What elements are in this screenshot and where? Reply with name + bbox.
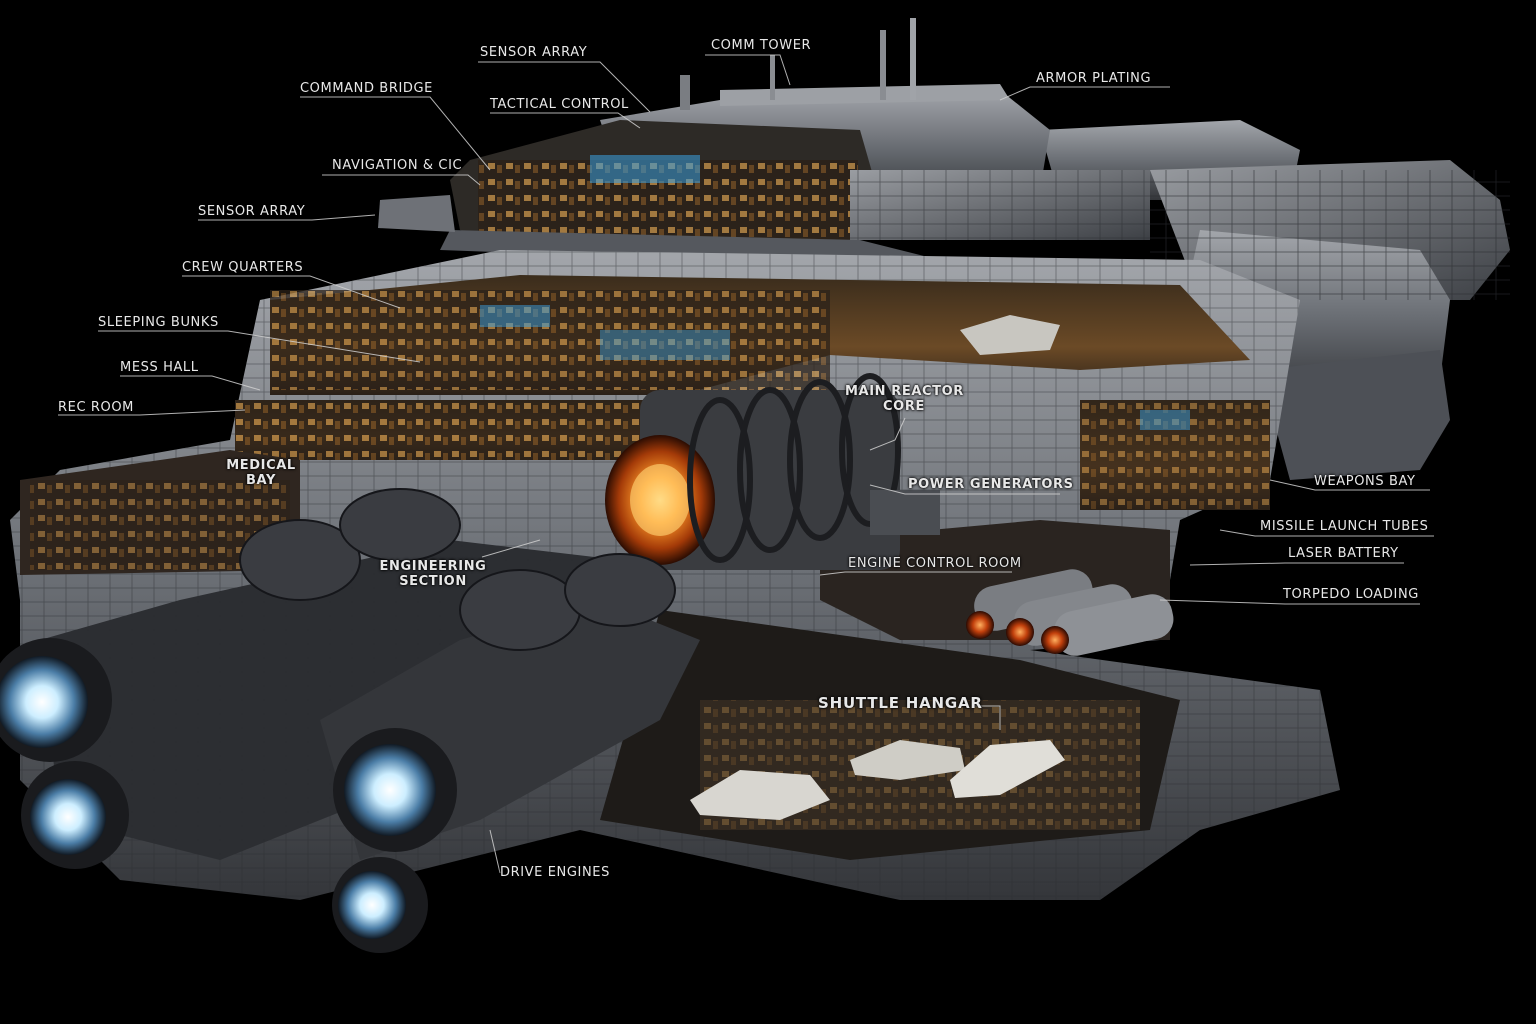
label-laser-battery: LASER BATTERY <box>1288 546 1399 561</box>
label-engineering-section: ENGINEERING SECTION <box>378 559 488 589</box>
engine-nacelles <box>0 488 700 953</box>
label-sleeping-bunks: SLEEPING BUNKS <box>98 315 219 330</box>
label-missile-launch-tubes: MISSILE LAUNCH TUBES <box>1260 519 1429 534</box>
leader-lines <box>58 54 1434 874</box>
label-sensor-array-side: SENSOR ARRAY <box>198 204 306 219</box>
label-comm-tower: COMM TOWER <box>711 38 812 53</box>
label-medical-bay-line1: MEDICAL <box>226 458 296 473</box>
bridge-superstructure <box>378 18 1150 270</box>
label-crew-quarters: CREW QUARTERS <box>182 260 304 275</box>
label-command-bridge: COMMAND BRIDGE <box>300 81 433 96</box>
interior-decks <box>20 275 1270 860</box>
label-mess-hall: MESS HALL <box>120 360 199 375</box>
label-medical-bay: MEDICAL BAY <box>225 458 297 488</box>
label-rec-room: REC ROOM <box>58 400 134 415</box>
reactor-core <box>605 373 940 570</box>
label-torpedo-loading: TORPEDO LOADING <box>1283 587 1419 602</box>
label-navigation-cic: NAVIGATION & CIC <box>332 158 463 173</box>
label-main-reactor-line2: CORE <box>883 399 925 414</box>
label-tactical-control: TACTICAL CONTROL <box>490 97 629 112</box>
label-main-reactor-core: MAIN REACTOR CORE <box>845 384 963 414</box>
label-engine-control-room: ENGINE CONTROL ROOM <box>848 556 1022 571</box>
hangar-shuttles <box>690 315 1065 820</box>
label-power-generators: POWER GENERATORS <box>908 477 1074 492</box>
label-sensor-array-top: SENSOR ARRAY <box>480 45 588 60</box>
label-medical-bay-line2: BAY <box>246 473 276 488</box>
label-armor-plating: ARMOR PLATING <box>1036 71 1152 86</box>
label-engineering-line1: ENGINEERING <box>379 559 487 574</box>
label-main-reactor-line1: MAIN REACTOR <box>845 384 964 399</box>
label-weapons-bay: WEAPONS BAY <box>1314 474 1416 489</box>
torpedo-tubes <box>966 569 1174 656</box>
label-shuttle-hangar: SHUTTLE HANGAR <box>818 694 983 712</box>
label-engineering-line2: SECTION <box>399 574 467 589</box>
label-drive-engines: DRIVE ENGINES <box>500 865 610 880</box>
